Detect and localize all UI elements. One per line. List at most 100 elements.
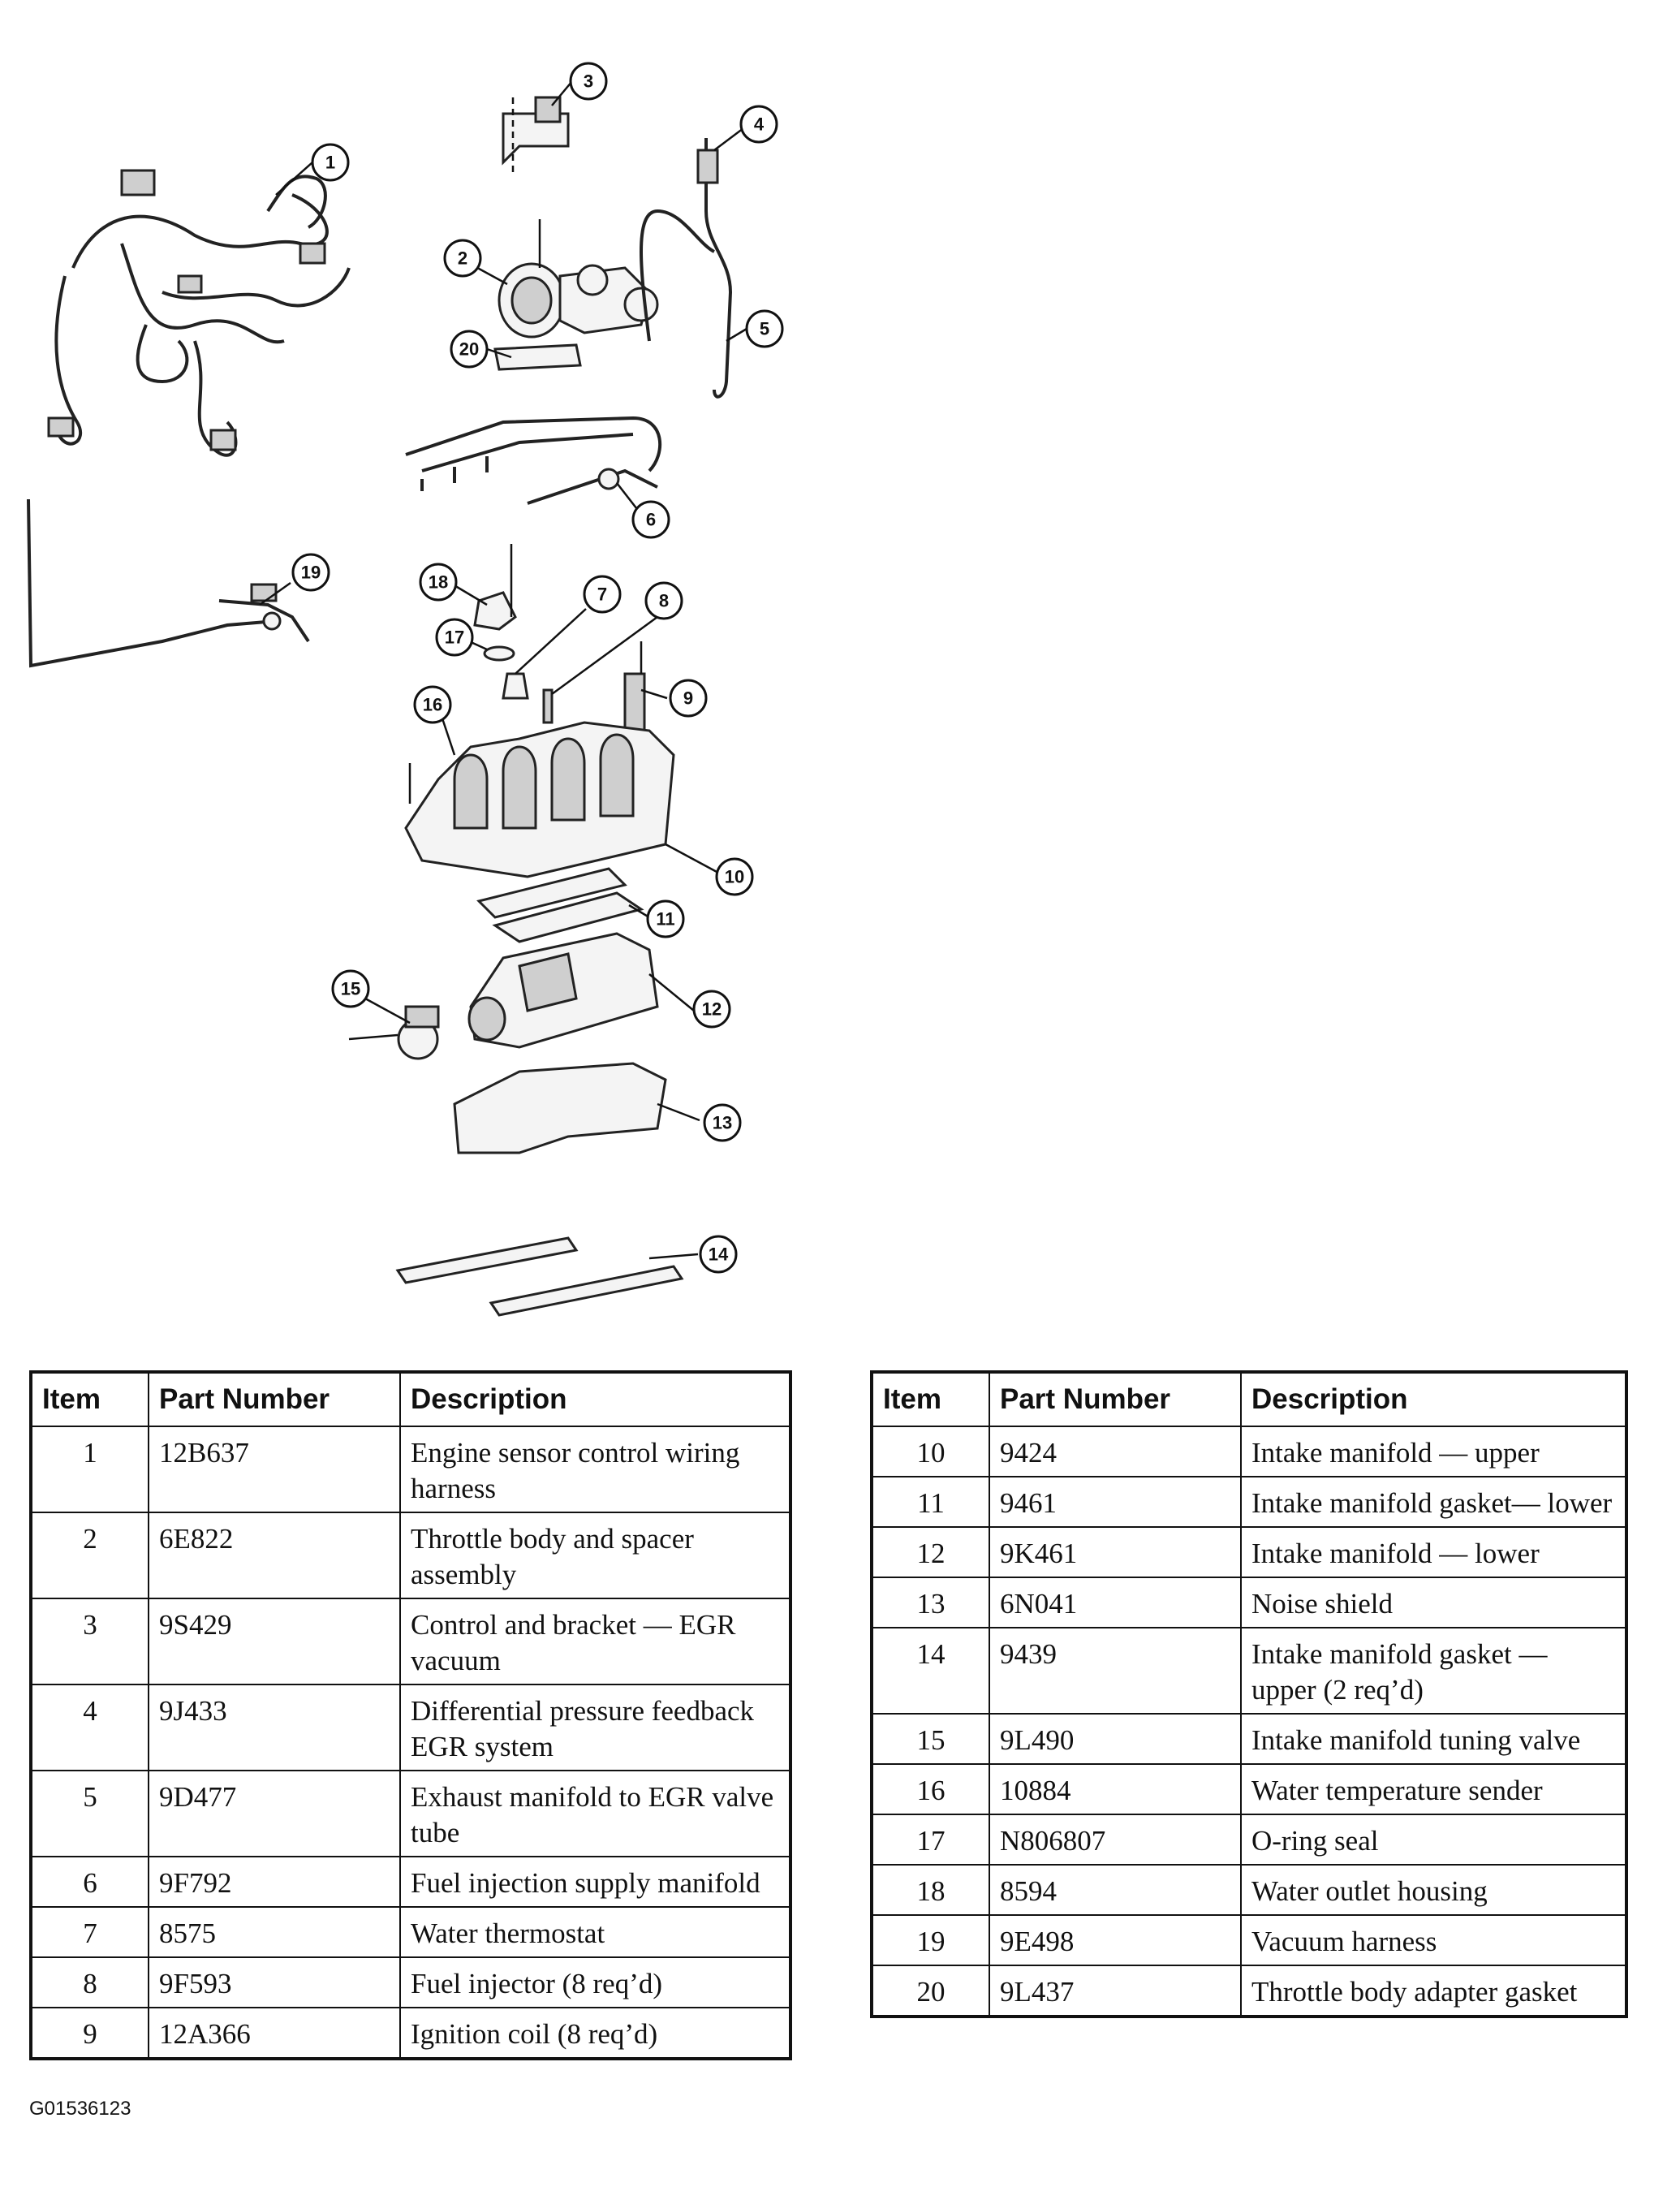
svg-text:10: 10 (725, 867, 744, 887)
egr-vacuum-control-drawing (502, 96, 570, 175)
figure-id: G01536123 (29, 2098, 131, 2120)
cell-item: 11 (871, 1476, 990, 1528)
upper-components-drawing (473, 544, 646, 732)
lower-intake-manifold-drawing (467, 932, 659, 1049)
header-part-number: Part Number (148, 1371, 401, 1427)
svg-text:9: 9 (683, 688, 693, 709)
cell-part-number: 12B637 (148, 1426, 401, 1513)
cell-part-number: 9J433 (148, 1684, 401, 1771)
cell-description: Fuel injection supply manifold (399, 1856, 791, 1908)
cell-description: Exhaust manifold to EGR valve tube (399, 1770, 791, 1857)
cell-item: 15 (871, 1713, 990, 1765)
cell-description: Engine sensor control wiring harness (399, 1426, 791, 1513)
header-item: Item (30, 1371, 149, 1427)
svg-text:18: 18 (429, 572, 448, 593)
wiring-harness-drawing (47, 169, 351, 457)
cell-part-number: 9L490 (989, 1713, 1242, 1765)
cell-part-number: 9F792 (148, 1856, 401, 1908)
cell-part-number: 8594 (989, 1864, 1242, 1916)
svg-text:20: 20 (459, 339, 479, 360)
cell-item: 5 (30, 1770, 149, 1857)
table-header-row: Item Part Number Description (30, 1371, 791, 1427)
cell-description: Vacuum harness (1240, 1914, 1627, 1966)
cell-part-number: 9D477 (148, 1770, 401, 1857)
upper-intake-manifold-drawing (404, 721, 675, 878)
cell-item: 9 (30, 2007, 149, 2060)
cell-description: Throttle body adapter gasket (1240, 1965, 1627, 2017)
cell-part-number: 9439 (989, 1627, 1242, 1715)
svg-text:8: 8 (659, 591, 669, 611)
cell-item: 14 (871, 1627, 990, 1715)
svg-text:14: 14 (709, 1244, 729, 1265)
cell-item: 1 (30, 1426, 149, 1513)
callout-20: 20 (450, 330, 489, 369)
svg-text:16: 16 (423, 695, 442, 715)
callout-8: 8 (644, 581, 683, 620)
cell-part-number: 9K461 (989, 1526, 1242, 1578)
cell-description: Water outlet housing (1240, 1864, 1627, 1916)
svg-text:12: 12 (702, 999, 722, 1020)
cell-part-number: 9S429 (148, 1598, 401, 1685)
cell-description: Throttle body and spacer assembly (399, 1512, 791, 1599)
cell-description: O-ring seal (1240, 1814, 1627, 1866)
svg-text:15: 15 (341, 979, 360, 999)
cell-item: 2 (30, 1512, 149, 1599)
cell-description: Ignition coil (8 req’d) (399, 2007, 791, 2060)
callout-10: 10 (715, 857, 754, 896)
callout-5: 5 (745, 309, 784, 348)
svg-text:19: 19 (301, 563, 321, 583)
callout-2: 2 (443, 239, 482, 278)
cell-part-number: 12A366 (148, 2007, 401, 2060)
cell-item: 17 (871, 1814, 990, 1866)
cell-part-number: 6N041 (989, 1577, 1242, 1628)
cell-description: Noise shield (1240, 1577, 1627, 1628)
cell-item: 7 (30, 1906, 149, 1958)
cell-part-number: 9461 (989, 1476, 1242, 1528)
cell-part-number: 10884 (989, 1763, 1242, 1815)
throttle-body-drawing (493, 219, 659, 371)
header-item: Item (871, 1371, 990, 1427)
callout-14: 14 (699, 1235, 738, 1274)
cell-description: Intake manifold tuning valve (1240, 1713, 1627, 1765)
cell-part-number: 9424 (989, 1426, 1242, 1477)
callout-17: 17 (435, 618, 474, 657)
cell-description: Control and bracket — EGR vacuum (399, 1598, 791, 1685)
tuning-valve-drawing (348, 1005, 440, 1060)
cell-part-number: 6E822 (148, 1512, 401, 1599)
callout-11: 11 (646, 899, 685, 938)
svg-text:6: 6 (646, 510, 656, 530)
cell-part-number: 9E498 (989, 1914, 1242, 1966)
callout-4: 4 (739, 105, 778, 144)
svg-text:1: 1 (325, 153, 335, 173)
cell-part-number: 9F593 (148, 1956, 401, 2008)
cell-item: 3 (30, 1598, 149, 1685)
callout-19: 19 (291, 553, 330, 592)
callout-12: 12 (692, 990, 731, 1029)
svg-text:4: 4 (754, 114, 765, 135)
cell-item: 12 (871, 1526, 990, 1578)
cell-item: 20 (871, 1965, 990, 2017)
cell-part-number: N806807 (989, 1814, 1242, 1866)
egr-tube-drawing (640, 138, 733, 399)
cell-description: Intake manifold — upper (1240, 1426, 1627, 1477)
cell-description: Fuel injector (8 req’d) (399, 1956, 791, 2008)
callout-13: 13 (703, 1103, 742, 1142)
upper-gaskets-drawing (395, 1236, 684, 1317)
svg-text:2: 2 (458, 248, 467, 269)
callout-15: 15 (331, 969, 370, 1008)
header-description: Description (1240, 1371, 1627, 1427)
svg-text:5: 5 (760, 319, 769, 339)
